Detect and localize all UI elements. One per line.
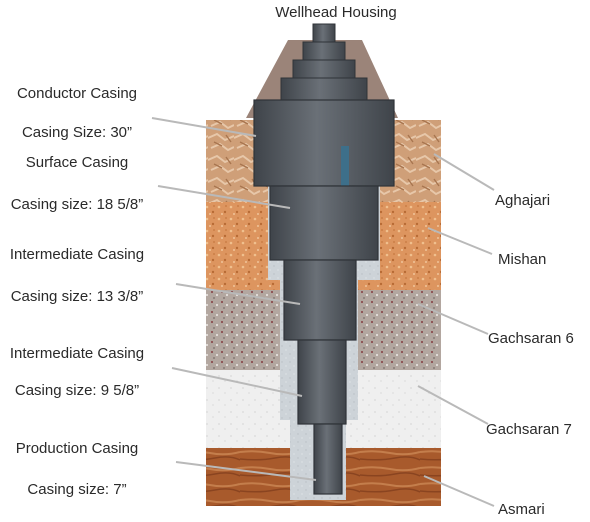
- leader-line-asmari: [423, 475, 495, 507]
- leader-line-production: [175, 461, 317, 481]
- intermediate-casing-1: [283, 259, 357, 341]
- production-casing: [313, 423, 343, 495]
- formation-label: Gachsaran 6: [488, 330, 574, 347]
- leader-line-intermediate-1: [175, 283, 301, 305]
- leader-line-aghajari: [433, 153, 495, 191]
- casing-name-label: Surface Casing: [26, 154, 129, 171]
- surface-casing: [269, 185, 379, 261]
- casing-size-label: Casing size: 9 5/8”: [15, 382, 139, 399]
- leader-line-intermediate-2: [171, 367, 303, 397]
- wellhead-housing-tier: [302, 41, 346, 63]
- casing-name-label: Intermediate Casing: [10, 345, 144, 362]
- casing-size-label: Casing Size: 30”: [22, 124, 132, 141]
- leader-line-conductor: [151, 117, 257, 137]
- conductor-casing: [253, 99, 395, 187]
- leader-line-surface: [157, 185, 291, 209]
- intermediate-casing-2: [297, 339, 347, 425]
- wellhead-housing-stem: [312, 23, 336, 45]
- casing-name-label: Intermediate Casing: [10, 246, 144, 263]
- casing-marker: [341, 146, 349, 188]
- wellhead-housing-tier: [280, 77, 368, 101]
- casing-size-label: Casing size: 18 5/8”: [11, 196, 144, 213]
- formation-label: Gachsaran 7: [486, 421, 572, 438]
- leader-line-gachsaran-6: [417, 303, 489, 335]
- formation-label: Asmari: [498, 501, 545, 518]
- wellhead-housing-label: Wellhead Housing: [275, 4, 396, 21]
- formation-label: Mishan: [498, 251, 546, 268]
- casing-name-label: Conductor Casing: [17, 85, 137, 102]
- leader-line-mishan: [427, 227, 493, 255]
- formation-label: Aghajari: [495, 192, 550, 209]
- casing-name-label: Production Casing: [16, 440, 139, 457]
- wellhead-housing-tier: [292, 59, 356, 81]
- casing-size-label: Casing size: 7”: [27, 481, 126, 498]
- leader-line-gachsaran-7: [417, 385, 489, 425]
- casing-size-label: Casing size: 13 3/8”: [11, 288, 144, 305]
